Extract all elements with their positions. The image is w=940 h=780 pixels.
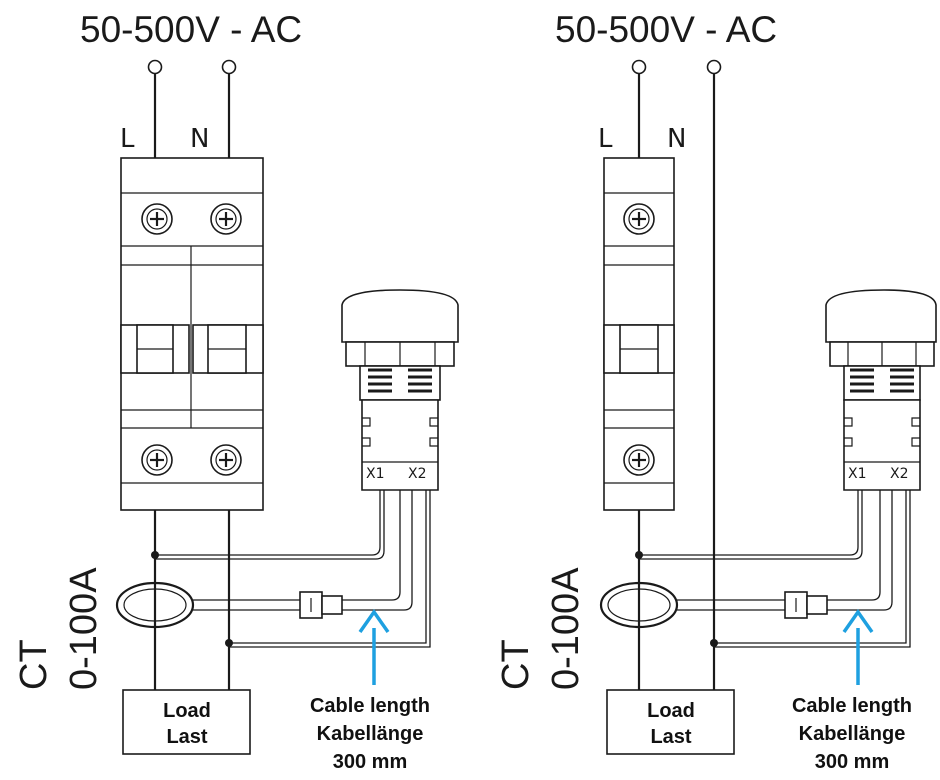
cable-length-arrow-icon bbox=[358, 608, 390, 685]
load-box bbox=[606, 689, 735, 755]
connector-icon bbox=[299, 591, 343, 619]
load-box bbox=[122, 689, 251, 755]
terminal-l-label: L bbox=[120, 124, 135, 154]
wire-to-x2 bbox=[714, 490, 907, 644]
ct-ring-icon bbox=[599, 581, 679, 629]
ct-label: CT bbox=[13, 639, 55, 690]
screw-icon bbox=[141, 203, 173, 235]
ammeter-indicator bbox=[341, 289, 459, 491]
supply-voltage-label: 50-500V - AC bbox=[555, 9, 777, 50]
screw-icon bbox=[141, 444, 173, 476]
ct-range-label: 0-100A bbox=[63, 567, 105, 690]
terminal-l-icon bbox=[631, 59, 647, 75]
load-label: Load bbox=[163, 700, 211, 722]
load-label-de: Last bbox=[166, 726, 207, 748]
wire-to-x2 bbox=[229, 490, 427, 644]
screw-icon bbox=[623, 444, 655, 476]
load-label-de: Last bbox=[650, 726, 691, 748]
x1-label: X1 bbox=[366, 466, 385, 482]
diagram-left: 50-500V - AC L N bbox=[13, 9, 459, 773]
cable-length-arrow-icon bbox=[842, 608, 874, 685]
load-label: Load bbox=[647, 700, 695, 722]
x2-label: X2 bbox=[408, 466, 427, 482]
supply-voltage-label: 50-500V - AC bbox=[80, 9, 302, 50]
cable-length-label-de: Kabellänge bbox=[317, 723, 424, 745]
cable-length-label: Cable length bbox=[310, 695, 430, 717]
cable-length-value: 300 mm bbox=[333, 751, 408, 773]
ct-label: CT bbox=[495, 639, 537, 690]
connector-icon bbox=[784, 591, 828, 619]
terminal-n-label: N bbox=[667, 124, 686, 154]
screw-icon bbox=[623, 203, 655, 235]
ammeter-indicator bbox=[825, 289, 937, 491]
terminal-l-icon bbox=[147, 59, 163, 75]
cable-length-label-de: Kabellänge bbox=[799, 723, 906, 745]
cable-length-value: 300 mm bbox=[815, 751, 890, 773]
diagram-right: 50-500V - AC L N bbox=[495, 9, 937, 773]
terminal-l-label: L bbox=[598, 124, 613, 154]
terminal-n-icon bbox=[221, 59, 237, 75]
ct-range-label: 0-100A bbox=[545, 567, 587, 690]
x2-label: X2 bbox=[890, 466, 909, 482]
wire-to-x1 bbox=[155, 490, 381, 556]
cable-length-label: Cable length bbox=[792, 695, 912, 717]
wire-to-x1 bbox=[639, 490, 859, 556]
terminal-n-label: N bbox=[190, 124, 209, 154]
screw-icon bbox=[210, 203, 242, 235]
x1-label: X1 bbox=[848, 466, 867, 482]
terminal-n-icon bbox=[706, 59, 722, 75]
ct-ring-icon bbox=[115, 581, 195, 629]
screw-icon bbox=[210, 444, 242, 476]
